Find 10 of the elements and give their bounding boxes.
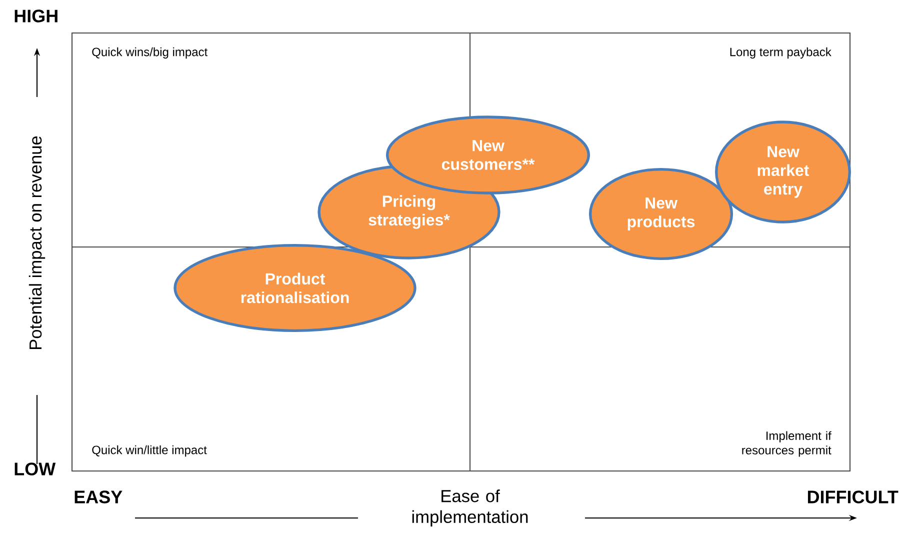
axis-label: Potential impact on revenue — [28, 136, 46, 349]
axis-label: EASY — [74, 490, 122, 504]
axis-label: Ease of implementation — [412, 490, 528, 526]
axis-label: Long term payback — [730, 47, 832, 59]
axis-label: DIFFICULT — [808, 490, 898, 504]
axis-label: LOW — [14, 462, 56, 476]
axis-label: HIGH — [14, 10, 58, 22]
axis-label: Implement if resources permit — [742, 431, 832, 457]
axis-label: Quick win/little impact — [92, 445, 207, 457]
axis-label: Quick wins/big impact — [92, 47, 208, 59]
